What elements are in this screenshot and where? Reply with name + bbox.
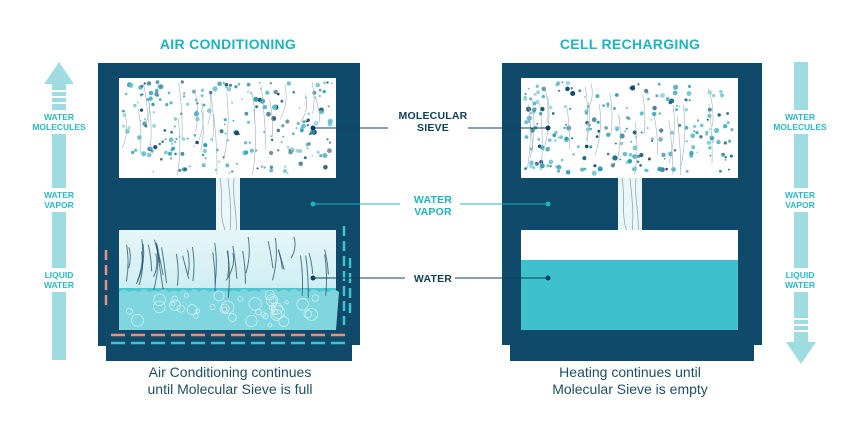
label-molecular-sieve: MOLECULAR SIEVE [378, 110, 488, 134]
caption-left-line2: until Molecular Sieve is full [147, 381, 313, 397]
water-chamber-left [119, 230, 339, 330]
side-label-right-liquid: LIQUID WATER [765, 268, 835, 292]
label-water-line1: WATER [413, 273, 453, 285]
side-label-left-liquid: LIQUID WATER [24, 268, 94, 292]
caption-cell-recharging: Heating continues until Molecular Sieve … [490, 364, 770, 398]
side-left-liquid-line1: LIQUID [44, 270, 74, 280]
heating-element [104, 226, 352, 345]
right-cell [502, 63, 762, 361]
label-water-vapor-line1: WATER [413, 194, 453, 206]
side-label-left-vapor: WATER VAPOR [24, 188, 94, 212]
side-right-molecules-line2: MOLECULES [773, 122, 827, 132]
side-right-liquid-line1: LIQUID [785, 270, 815, 280]
label-water: WATER [378, 273, 488, 285]
label-water-vapor: WATER VAPOR [378, 194, 488, 218]
side-left-vapor-line2: VAPOR [44, 200, 74, 210]
side-right-molecules-line1: WATER [784, 112, 816, 122]
caption-right-line1: Heating continues until [559, 364, 701, 380]
label-molecular-sieve-line1: MOLECULAR [398, 110, 468, 122]
title-air-conditioning: AIR CONDITIONING [159, 36, 297, 52]
side-left-molecules-line2: MOLECULES [32, 122, 86, 132]
label-molecular-sieve-line2: SIEVE [417, 122, 449, 134]
side-label-right-vapor: WATER VAPOR [765, 188, 835, 212]
side-right-liquid-line2: WATER [784, 280, 816, 290]
pointer-lines [310, 125, 551, 281]
title-cell-recharging: CELL RECHARGING [559, 36, 701, 52]
caption-air-conditioning: Air Conditioning continues until Molecul… [90, 364, 370, 398]
molecular-sieve-left [119, 78, 336, 178]
left-cell [98, 63, 360, 361]
caption-left-line1: Air Conditioning continues [148, 364, 312, 380]
molecular-sieve-right [521, 78, 738, 178]
arrow-down-icon [786, 62, 816, 364]
side-left-molecules-line1: WATER [43, 112, 75, 122]
vapor-channel-right [618, 177, 642, 235]
side-left-vapor-line1: WATER [43, 190, 75, 200]
side-left-liquid-line2: WATER [43, 280, 75, 290]
side-label-right-molecules: WATER MOLECULES [765, 110, 835, 134]
side-label-left-molecules: WATER MOLECULES [24, 110, 94, 134]
vapor-channel-left [216, 177, 240, 233]
caption-right-line2: Molecular Sieve is empty [552, 381, 708, 397]
side-right-vapor-line1: WATER [784, 190, 816, 200]
water-chamber-right [521, 230, 738, 330]
side-right-vapor-line2: VAPOR [785, 200, 815, 210]
label-water-vapor-line2: VAPOR [414, 206, 452, 218]
